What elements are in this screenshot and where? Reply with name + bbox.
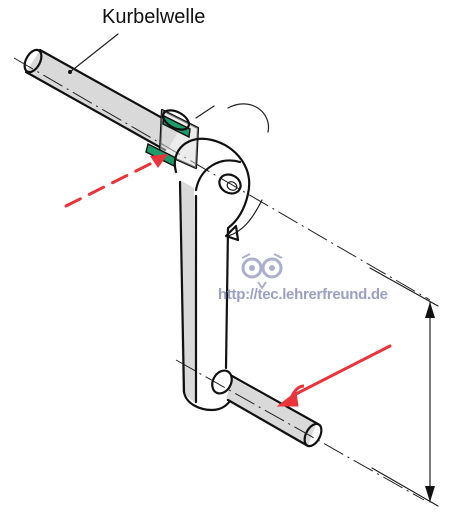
force-arrow-shaft [64, 154, 168, 208]
pin-upper-edge [230, 374, 320, 426]
pin-base [211, 369, 233, 395]
rotation-arrow [227, 199, 263, 237]
pin-end-face [303, 422, 323, 448]
dimension-arrow-bottom [425, 486, 435, 502]
pin-centerline [175, 359, 425, 501]
leader-dot [68, 70, 72, 74]
upper-pivot [218, 173, 242, 195]
radius-dimension [369, 267, 439, 507]
label-leader-line [69, 33, 119, 73]
key-upper [162, 114, 191, 139]
extension-line-bottom [371, 467, 439, 507]
watermark-url: http://tec.lehrerfreund.de [218, 286, 388, 303]
crank-arm [173, 137, 251, 412]
pin-lower-edge [226, 398, 310, 448]
dimension-arrow-top [425, 302, 435, 318]
watermark-owl-logo [241, 253, 283, 290]
rotation-arrowhead [224, 224, 240, 242]
shaft-upper-edge [38, 48, 184, 131]
crankshaft-label: Kurbelwelle [102, 6, 206, 28]
shaft-centerline [13, 57, 431, 301]
handle-pin [211, 369, 323, 448]
crankshaft [23, 48, 184, 152]
rotation-arc-upper [227, 103, 270, 133]
shaft-lower-edge [24, 70, 167, 152]
shaft-end-face [23, 48, 43, 74]
extension-line-top [369, 267, 439, 307]
hub [145, 108, 200, 170]
force-arrow-handle [276, 344, 392, 407]
arm-left-edge [178, 180, 186, 394]
